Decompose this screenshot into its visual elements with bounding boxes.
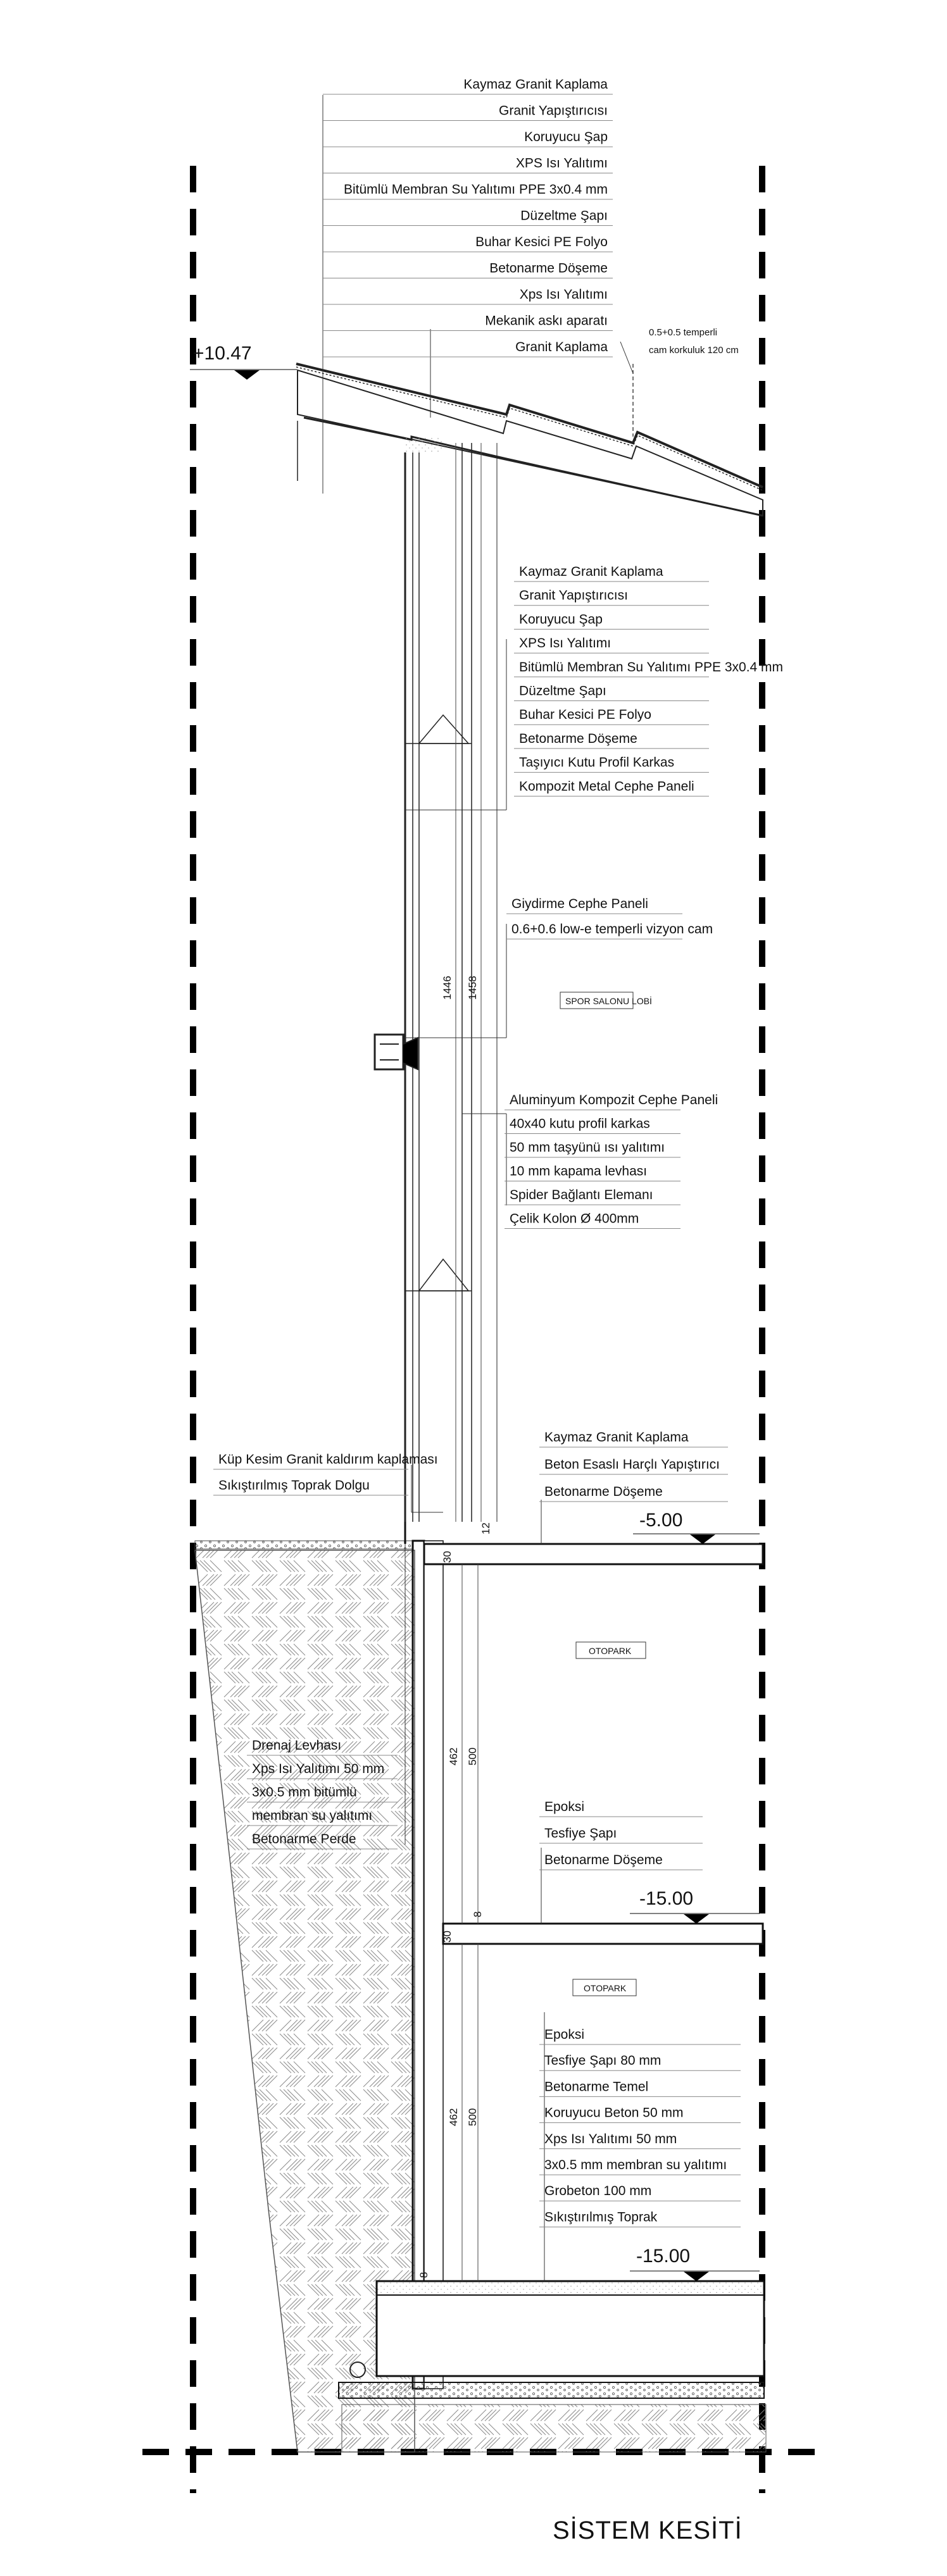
section-frame bbox=[142, 166, 823, 2493]
dim-wall1-a: 462 bbox=[448, 1748, 460, 1765]
level-basement-2: -15.00 bbox=[639, 1888, 693, 1909]
roof-slab bbox=[296, 363, 763, 517]
dim-slab2: 8 bbox=[472, 1912, 484, 1917]
roof-layers-item: Granit Yapıştırıcısı bbox=[499, 104, 608, 118]
floor2-layers-item: Epoksi bbox=[544, 1800, 584, 1814]
ground-layer-labels: Küp Kesim Granit kaldırım kaplamasıSıkış… bbox=[213, 1452, 438, 1496]
found-layers-item: Tesfiye Şapı 80 mm bbox=[544, 2053, 661, 2068]
wall-layers-item: Betonarme Perde bbox=[252, 1832, 356, 1846]
roof-layers-item: Kaymaz Granit Kaplama bbox=[463, 77, 608, 92]
panel-layers-item: 10 mm kapama levhası bbox=[510, 1164, 647, 1179]
ground-layers-item: Küp Kesim Granit kaldırım kaplaması bbox=[218, 1452, 438, 1467]
found-layers-item: Xps Isı Yalıtımı 50 mm bbox=[544, 2132, 677, 2146]
slab-layers-item: XPS Isı Yalıtımı bbox=[519, 636, 611, 650]
slab-layers-item: Kompozit Metal Cephe Paneli bbox=[519, 779, 694, 793]
panel-layers-item: Spider Bağlantı Elemanı bbox=[510, 1188, 653, 1202]
floor1-layers-item: Kaymaz Granit Kaplama bbox=[544, 1430, 689, 1445]
panel-layer-labels: Aluminyum Kompozit Cephe Paneli 40x40 kut… bbox=[505, 1093, 718, 1229]
roof-layers-item: Betonarme Döşeme bbox=[489, 261, 608, 276]
roof-slab-fill bbox=[405, 437, 443, 452]
dimension-lines bbox=[455, 443, 482, 2281]
slab-layers-item: Bitümlü Membran Su Yalıtımı PPE 3x0.4 mm bbox=[519, 660, 783, 675]
spider-bracket bbox=[373, 1033, 418, 1071]
roof-layers-item: Bitümlü Membran Su Yalıtımı PPE 3x0.4 mm bbox=[344, 182, 608, 197]
found-layers-item: Grobeton 100 mm bbox=[544, 2184, 651, 2198]
curtain-layers-item: 0.6+0.6 low-e temperli vizyon cam bbox=[511, 922, 713, 936]
ground-layers-item: Sıkıştırılmış Toprak Dolgu bbox=[218, 1478, 370, 1493]
slab-layers-item: Taşıyıcı Kutu Profil Karkas bbox=[519, 756, 674, 770]
wall-layers-item: membran su yalıtımı bbox=[252, 1808, 372, 1823]
floor2-layers-item: Tesfiye Şapı bbox=[544, 1826, 617, 1841]
roof-layers-item: Mekanik askı aparatı bbox=[485, 314, 608, 328]
room-lobby: SPOR SALONU LOBİ bbox=[565, 995, 652, 1006]
slab-layers-item: Betonarme Döşeme bbox=[519, 731, 637, 746]
room-parking-1: OTOPARK bbox=[589, 1646, 632, 1656]
wall-layers-item: 3x0.5 mm bitümlü bbox=[252, 1785, 357, 1800]
dim-slab1-thk: 30 bbox=[441, 1551, 453, 1563]
level-markers bbox=[190, 369, 760, 2281]
glass-note-line-1: 0.5+0.5 temperli bbox=[649, 327, 717, 338]
found-layers-item: 3x0.5 mm membran su yalıtımı bbox=[544, 2158, 727, 2172]
ground-paving bbox=[194, 1540, 414, 1550]
dim-wall2-a: 462 bbox=[448, 2108, 460, 2126]
slab-layers-item: Düzeltme Şapı bbox=[519, 684, 606, 699]
floor2-layers-item: Betonarme Döşeme bbox=[544, 1853, 663, 1867]
curtain-layers-item: Giydirme Cephe Paneli bbox=[511, 897, 648, 911]
dim-facade-b: 1458 bbox=[467, 976, 479, 1000]
roof-layers-item: XPS Isı Yalıtımı bbox=[516, 156, 608, 171]
glass-note-line-2: cam korkuluk 120 cm bbox=[649, 345, 739, 356]
roof-layers-item: Buhar Kesici PE Folyo bbox=[475, 235, 608, 249]
roof-layers-item: Düzeltme Şapı bbox=[520, 209, 608, 223]
dim-facade-a: 1446 bbox=[441, 976, 453, 1000]
room-tags bbox=[560, 992, 646, 1996]
leader-lines bbox=[322, 95, 634, 2281]
room-parking-2: OTOPARK bbox=[584, 1983, 627, 1993]
basement-structure bbox=[338, 1522, 765, 2399]
slab-layers-item: Granit Yapıştırıcısı bbox=[519, 588, 628, 603]
slab-layers-item: Kaymaz Granit Kaplama bbox=[519, 564, 663, 579]
panel-layers-item: 40x40 kutu profil karkas bbox=[510, 1117, 650, 1131]
found-layers-item: Epoksi bbox=[544, 2027, 584, 2042]
panel-layers-item: Aluminyum Kompozit Cephe Paneli bbox=[510, 1093, 718, 1107]
found-layers-item: Betonarme Temel bbox=[544, 2079, 648, 2094]
panel-layers-item: 50 mm taşyünü ısı yalıtımı bbox=[510, 1140, 665, 1155]
slab-layers-item: Buhar Kesici PE Folyo bbox=[519, 707, 651, 722]
found-layers-item: Sıkıştırılmış Toprak bbox=[544, 2210, 658, 2224]
dim-slab2-thk: 30 bbox=[441, 1931, 453, 1943]
dim-slab1: 12 bbox=[480, 1522, 492, 1534]
roof-layers-item: Granit Kaplama bbox=[515, 340, 608, 354]
soil-mass bbox=[194, 1550, 767, 2453]
drawing-title: SİSTEM KESİTİ bbox=[553, 2516, 743, 2544]
curtain-layer-labels: Giydirme Cephe Paneli 0.6+0.6 low-e tempe… bbox=[506, 897, 713, 940]
dim-wall2-b: 500 bbox=[467, 2108, 479, 2126]
found-layers-item: Koruyucu Beton 50 mm bbox=[544, 2106, 683, 2120]
panel-layers-item: Çelik Kolon Ø 400mm bbox=[510, 1212, 639, 1226]
dim-found: 8 bbox=[418, 2272, 430, 2278]
curtain-wall bbox=[404, 443, 498, 1522]
wall-layers-item: Drenaj Levhası bbox=[252, 1738, 341, 1753]
dim-wall1-b: 500 bbox=[467, 1748, 479, 1765]
slab-layers-item: Koruyucu Şap bbox=[519, 612, 603, 626]
floor1-layers-item: Beton Esaslı Harçlı Yapıştırıcı bbox=[544, 1457, 720, 1472]
level-roof: +10.47 bbox=[193, 343, 252, 364]
level-basement-1: -5.00 bbox=[639, 1510, 682, 1531]
roof-layers-item: Koruyucu Şap bbox=[524, 130, 608, 144]
floor1-layers-item: Betonarme Döşeme bbox=[544, 1484, 663, 1499]
wall-layers-item: Xps Isı Yalıtımı 50 mm bbox=[252, 1762, 384, 1776]
drain-pipe bbox=[349, 2361, 366, 2378]
roof-layers-item: Xps Isı Yalıtımı bbox=[520, 287, 608, 302]
level-foundation: -15.00 bbox=[636, 2246, 690, 2267]
